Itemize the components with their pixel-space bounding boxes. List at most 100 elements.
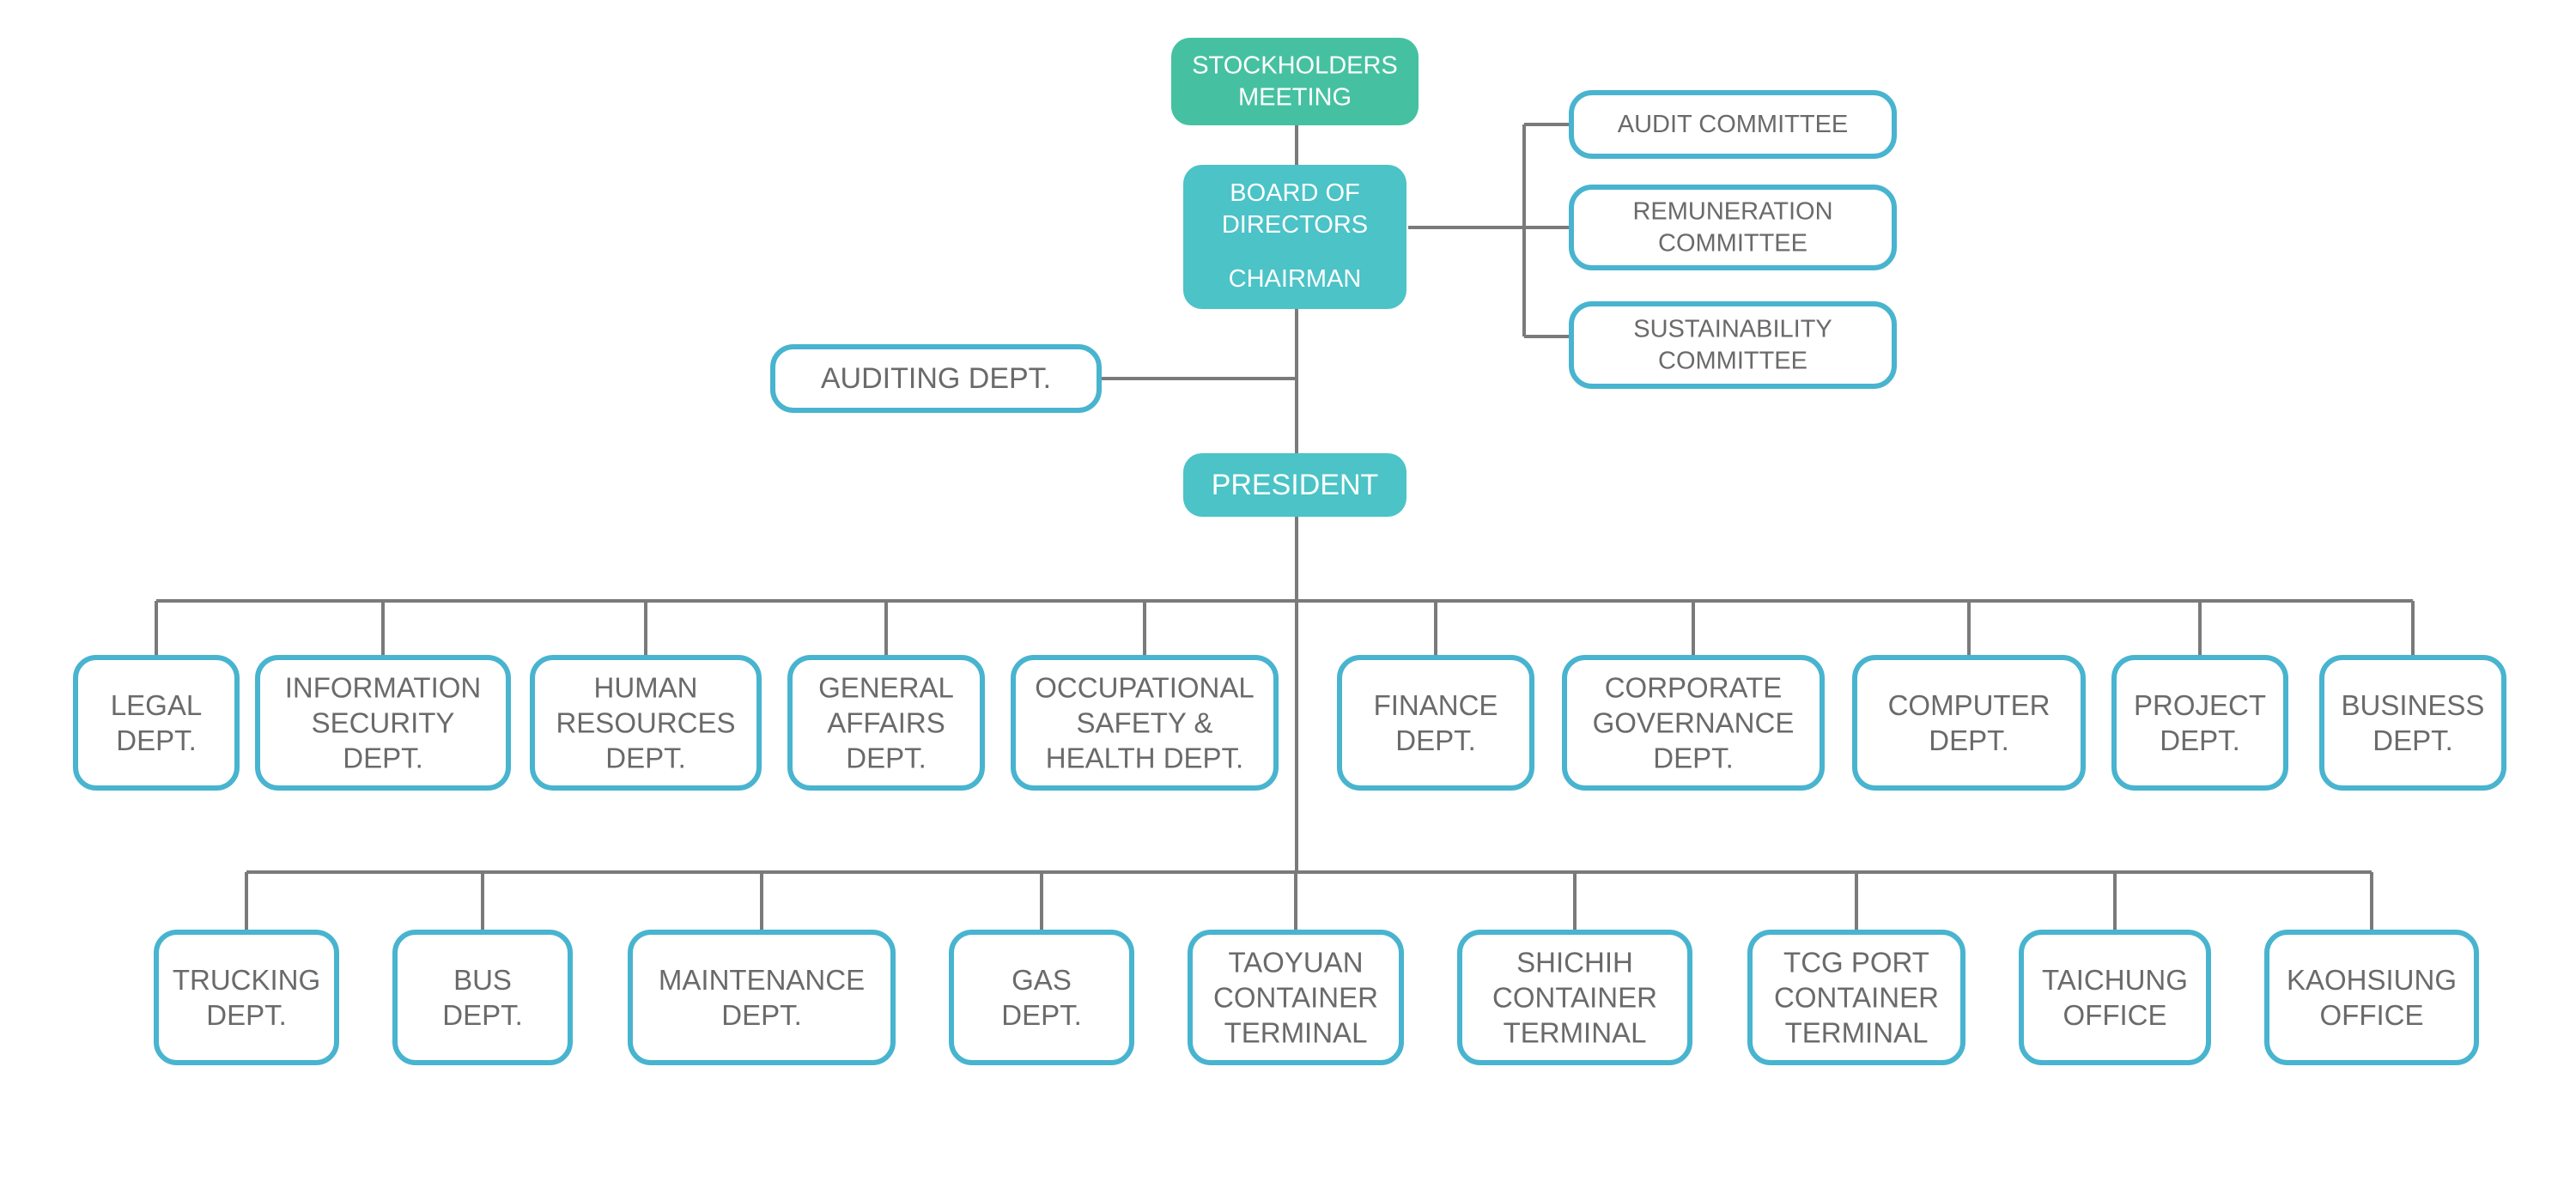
- computer-dept-label-1: DEPT.: [1929, 724, 2009, 756]
- connector-lines: [155, 123, 2415, 932]
- kaohsiung-office-label-1: OFFICE: [2320, 999, 2424, 1031]
- bus-dept-label-0: BUS: [453, 964, 512, 996]
- audit-committee-box: [1569, 90, 1897, 159]
- project-dept-label-0: PROJECT: [2134, 689, 2266, 721]
- trucking-dept-label-1: DEPT.: [206, 999, 287, 1031]
- kaohsiung-office-label-0: KAOHSIUNG: [2287, 964, 2457, 996]
- auditing-dept-box: [770, 344, 1102, 413]
- auditing-dept-label-0: AUDITING DEPT.: [821, 362, 1051, 395]
- bus-dept-box: [392, 930, 573, 1065]
- business-dept-box: [2319, 655, 2506, 791]
- audit-committee: AUDIT COMMITTEE: [1569, 90, 1897, 159]
- shichih-container-terminal-label-0: SHICHIH: [1516, 947, 1633, 979]
- information-security-dept-box: [255, 655, 511, 791]
- corporate-governance-dept-label-1: GOVERNANCE: [1593, 707, 1795, 739]
- occupational-safety-health-dept-label-1: SAFETY &: [1077, 707, 1213, 739]
- tcg-port-container-terminal-label-1: CONTAINER: [1774, 982, 1939, 1014]
- computer-dept-box: [1852, 655, 2086, 791]
- information-security-dept-label-1: SECURITY: [312, 707, 455, 739]
- gas-dept-box: [949, 930, 1134, 1065]
- taoyuan-container-terminal-box: [1188, 930, 1404, 1065]
- shichih-container-terminal-box: [1457, 930, 1692, 1065]
- bus-dept-label-1: DEPT.: [442, 999, 523, 1031]
- board-of-directors-label-3: CHAIRMAN: [1229, 265, 1362, 293]
- legal-dept-box: [73, 655, 240, 791]
- maintenance-dept-label-0: MAINTENANCE: [659, 964, 865, 996]
- human-resources-dept-label-2: DEPT.: [605, 742, 686, 774]
- remuneration-committee: REMUNERATION COMMITTEE: [1569, 185, 1897, 270]
- finance-dept-label-1: DEPT.: [1395, 724, 1476, 756]
- human-resources-dept-label-0: HUMAN: [594, 672, 698, 704]
- legal-dept-label-1: DEPT.: [116, 724, 197, 756]
- gas-dept-label-0: GAS: [1012, 964, 1072, 996]
- trucking-dept-label-0: TRUCKING: [173, 964, 320, 996]
- sustainability-committee-label-1: COMMITTEE: [1658, 348, 1807, 375]
- kaohsiung-office-box: [2264, 930, 2479, 1065]
- maintenance-dept-label-1: DEPT.: [721, 999, 802, 1031]
- legal-dept-label-0: LEGAL: [111, 689, 202, 721]
- tcg-port-container-terminal-label-2: TERMINAL: [1785, 1017, 1929, 1049]
- maintenance-dept-box: [628, 930, 896, 1065]
- occupational-safety-health-dept-label-0: OCCUPATIONAL: [1035, 672, 1254, 704]
- taoyuan-container-terminal-label-0: TAOYUAN: [1228, 947, 1363, 979]
- general-affairs-dept-label-2: DEPT.: [846, 742, 927, 774]
- tcg-port-container-terminal-label-0: TCG PORT: [1783, 947, 1929, 979]
- president-box: [1183, 453, 1406, 517]
- taichung-office-box: [2019, 930, 2211, 1065]
- gas-dept-label-1: DEPT.: [1001, 999, 1082, 1031]
- sustainability-committee-label-0: SUSTAINABILITY: [1633, 316, 1832, 343]
- board-of-directors-label-1: DIRECTORS: [1222, 211, 1368, 239]
- shichih-container-terminal-label-1: CONTAINER: [1492, 982, 1657, 1014]
- stockholders-meeting-label-1: MEETING: [1238, 84, 1352, 112]
- general-affairs-dept-label-1: AFFAIRS: [827, 707, 945, 739]
- stockholders-meeting-label-0: STOCKHOLDERS: [1192, 52, 1398, 80]
- shichih-container-terminal-label-2: TERMINAL: [1504, 1017, 1647, 1049]
- occupational-safety-health-dept-label-2: HEALTH DEPT.: [1046, 742, 1243, 774]
- human-resources-dept-label-1: RESOURCES: [556, 707, 735, 739]
- project-dept-label-1: DEPT.: [2160, 724, 2240, 756]
- occupational-safety-health-dept-box: [1011, 655, 1279, 791]
- auditing-dept: AUDITING DEPT.: [770, 344, 1102, 413]
- human-resources-dept-box: [530, 655, 762, 791]
- remuneration-committee-label-0: REMUNERATION: [1632, 198, 1832, 226]
- general-affairs-dept-label-0: GENERAL: [818, 672, 954, 704]
- information-security-dept-label-2: DEPT.: [343, 742, 423, 774]
- remuneration-committee-box: [1569, 185, 1897, 270]
- sustainability-committee-box: [1569, 301, 1897, 389]
- computer-dept-label-0: COMPUTER: [1888, 689, 2050, 721]
- general-affairs-dept-box: [787, 655, 985, 791]
- taichung-office-label-0: TAICHUNG: [2042, 964, 2188, 996]
- project-dept-box: [2111, 655, 2288, 791]
- remuneration-committee-label-1: COMMITTEE: [1658, 230, 1807, 258]
- corporate-governance-dept-label-2: DEPT.: [1653, 742, 1734, 774]
- taoyuan-container-terminal-label-1: CONTAINER: [1213, 982, 1378, 1014]
- stockholders-meeting-box: [1171, 38, 1419, 125]
- president-label-0: PRESIDENT: [1212, 469, 1379, 501]
- corporate-governance-dept-label-0: CORPORATE: [1605, 672, 1783, 704]
- sustainability-committee: SUSTAINABILITY COMMITTEE: [1569, 301, 1897, 389]
- audit-committee-label-0: AUDIT COMMITTEE: [1618, 111, 1849, 138]
- tcg-port-container-terminal-box: [1747, 930, 1965, 1065]
- stockholders-meeting: STOCKHOLDERS MEETING: [1171, 38, 1419, 125]
